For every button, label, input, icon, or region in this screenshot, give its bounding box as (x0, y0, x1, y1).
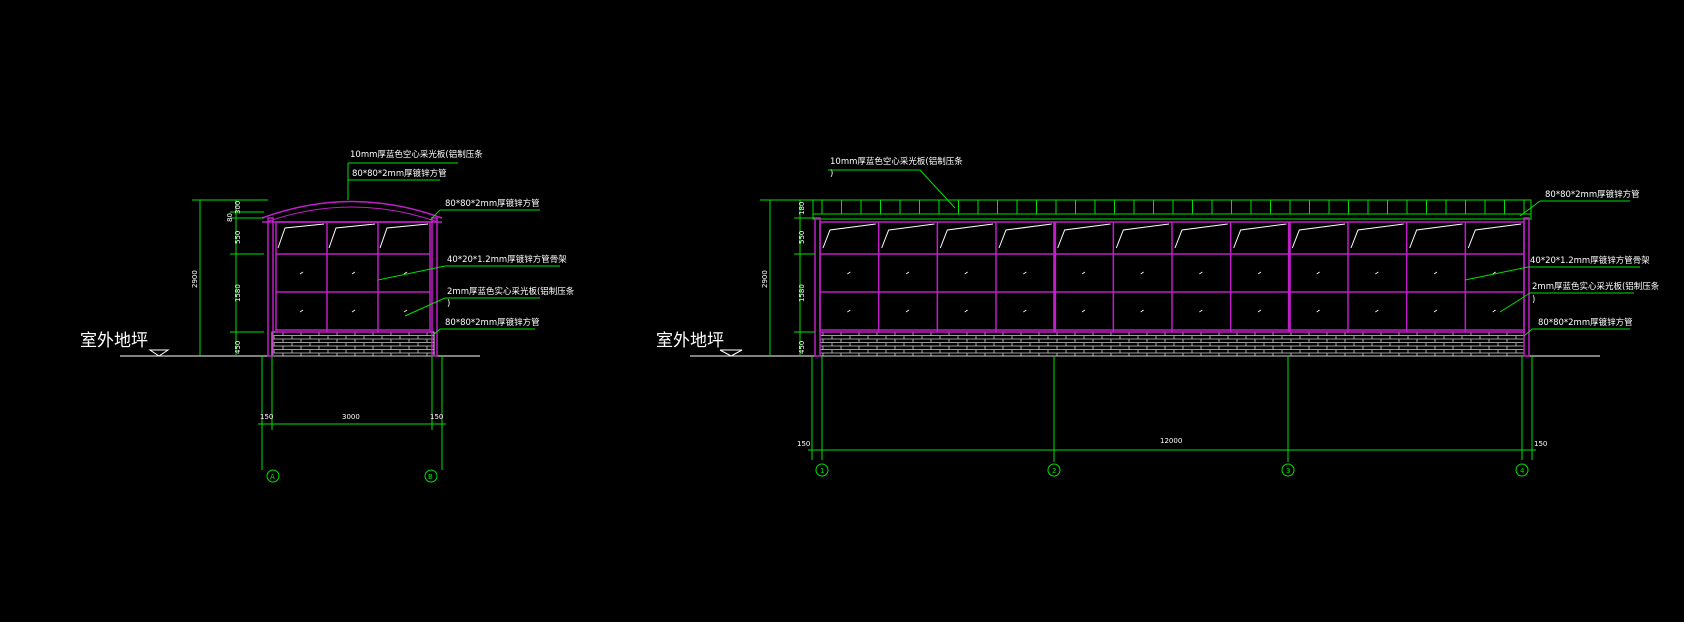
callout-base-beam: 80*80*2mm厚镀锌方管 (1538, 317, 1633, 328)
louver-diagonal (1057, 223, 1111, 249)
panel-mark (1316, 271, 1320, 275)
ground-level-symbol (719, 349, 743, 357)
callout-purlin: 80*80*2mm厚镀锌方管 (352, 168, 447, 179)
axis-label-a: A (270, 473, 275, 481)
axis-bubble-1 (815, 463, 829, 477)
ground-level-symbol (148, 349, 170, 357)
panel-mark (1433, 309, 1438, 313)
callout-roof-panel: 10mm厚蓝色空心采光板(铝制压条 (830, 156, 963, 167)
left-post (267, 217, 274, 357)
panel-mark (1081, 309, 1086, 313)
ground-label: 室外地坪 (80, 331, 148, 351)
glazing-frame (275, 221, 431, 333)
panel-mark (1023, 309, 1027, 313)
side-elevation: 室外地坪 2900 (80, 149, 575, 483)
callout-mullion: 40*20*1.2mm厚镀锌方管骨架 (447, 254, 567, 265)
axis-label-1: 1 (820, 467, 824, 475)
ground-label: 室外地坪 (656, 331, 724, 351)
dim-right-150: 150 (430, 413, 443, 421)
roof-band (812, 199, 1532, 220)
panel-mark (1199, 309, 1203, 313)
panel-mark (964, 271, 968, 275)
roof-arch-inner (265, 206, 439, 223)
louver-diagonal (998, 223, 1052, 249)
callout-top-beam: 80*80*2mm厚镀锌方管 (445, 198, 540, 209)
louver-diagonal (939, 223, 994, 249)
axis-label-4: 4 (1520, 467, 1525, 475)
callout-wall-panel: 2mm厚蓝色实心采光板(铝制压条 (1532, 281, 1660, 292)
dim-1580: 1580 (234, 284, 242, 302)
panel-mark (1257, 271, 1262, 275)
dim-span-3000: 3000 (342, 413, 360, 421)
panel-mark (1316, 309, 1320, 313)
louver-diagonal (881, 223, 935, 249)
panel-mark (905, 271, 910, 275)
front-left-post (814, 217, 821, 357)
panel-mark (1375, 309, 1379, 313)
panel-mark (1433, 271, 1438, 275)
louver-diagonal (822, 223, 876, 249)
louver-diagonal (1115, 223, 1170, 249)
axis-label-b: B (428, 473, 433, 481)
dim-300: 300 (234, 201, 242, 214)
axis-bubble-b (424, 469, 438, 483)
louver-diagonal (1467, 223, 1522, 249)
panel-mark (1023, 271, 1027, 275)
callout-wall-panel-cont: ) (1532, 295, 1535, 305)
panel-mark (1375, 271, 1379, 275)
panel-mark (1140, 271, 1144, 275)
panel-mark (964, 309, 968, 313)
overall-height-dim: 2900 (191, 270, 199, 288)
panel-mark (1140, 309, 1144, 313)
dim-450: 450 (798, 341, 806, 354)
panel-mark (1081, 271, 1086, 275)
panel-mark (1257, 309, 1262, 313)
callout-base-beam: 80*80*2mm厚镀锌方管 (445, 317, 540, 328)
louver-diagonal (1350, 223, 1404, 249)
dim-left-150: 150 (260, 413, 273, 421)
louver-diagonal (1409, 223, 1463, 249)
callout-wall-panel-cont: ) (447, 299, 450, 309)
panel-mark (1199, 271, 1203, 275)
dim-450: 450 (234, 341, 242, 354)
dim-80: 80 (226, 213, 234, 222)
axis-bubble-4 (1515, 463, 1529, 477)
callout-top-beam: 80*80*2mm厚镀锌方管 (1545, 189, 1640, 200)
axis-label-3: 3 (1286, 467, 1290, 475)
dim-1580: 1580 (798, 284, 806, 302)
panel-mark (1492, 309, 1496, 313)
axis-bubble-3 (1281, 463, 1295, 477)
front-right-post (1523, 217, 1530, 357)
panel-mark (1492, 271, 1496, 275)
louver-diagonal (1233, 223, 1287, 249)
dim-550: 550 (234, 231, 242, 244)
axis-bubble-2 (1047, 463, 1061, 477)
brick-base (819, 331, 1525, 357)
callout-mullion: 40*20*1.2mm厚镀锌方管骨架 (1530, 255, 1650, 266)
dim-span-12000: 12000 (1160, 437, 1182, 445)
dim-180: 180 (798, 202, 806, 215)
axis-bubble-a (266, 469, 280, 483)
overall-height-dim: 2900 (761, 270, 769, 288)
dim-550: 550 (798, 231, 806, 244)
panel-mark (847, 309, 851, 313)
callout-roof-panel: 10mm厚蓝色空心采光板(铝制压条 (350, 149, 483, 160)
panel-mark (905, 309, 910, 313)
panel-mark (847, 271, 851, 275)
front-mullions (822, 222, 1522, 332)
louver-diagonal (1174, 223, 1228, 249)
dim-right-150: 150 (1534, 440, 1547, 448)
callout-roof-panel-cont: ) (830, 169, 833, 179)
roof-arch (261, 200, 443, 219)
dim-left-150: 150 (797, 440, 810, 448)
front-elevation: 室外地坪 2900 180 550 1580 450 10mm厚蓝色 (656, 156, 1660, 477)
louver-diagonal (1291, 223, 1346, 249)
callout-wall-panel: 2mm厚蓝色实心采光板(铝制压条 (447, 286, 575, 297)
axis-label-2: 2 (1052, 467, 1056, 475)
roof-rafters (821, 200, 1525, 214)
right-post (431, 217, 438, 357)
brick-base (271, 331, 435, 357)
